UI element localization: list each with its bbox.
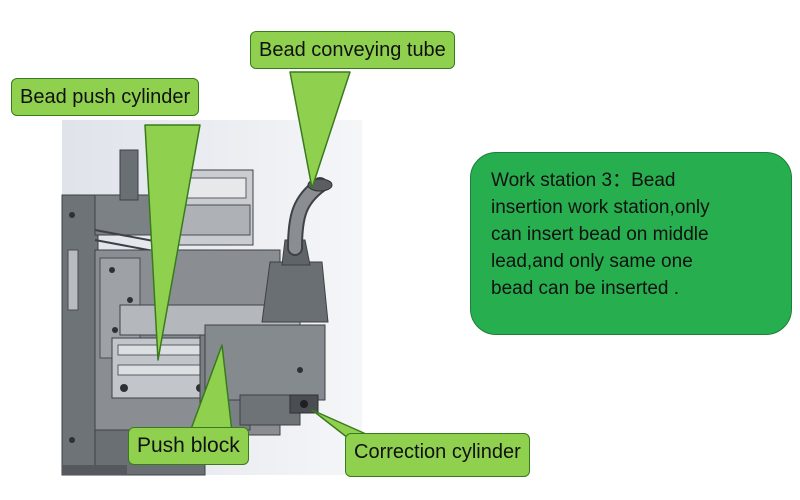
info-line: insertion work station,only xyxy=(491,197,710,218)
pointer-bead-push-cylinder xyxy=(144,124,201,361)
label-correction-cylinder: Correction cylinder xyxy=(345,433,530,477)
tube-hopper xyxy=(261,261,329,323)
label-bead-conveying-tube: Bead conveying tube xyxy=(250,31,455,69)
frame-column xyxy=(61,194,99,476)
label-bead-push-cylinder: Bead push cylinder xyxy=(11,78,200,116)
pointer-bead-conveying-tube xyxy=(289,71,351,189)
label-push-block: Push block xyxy=(128,427,249,465)
info-line: can insert bead on middle xyxy=(491,224,709,245)
info-box: Work station 3：Bead insertion work stati… xyxy=(470,152,792,335)
info-line: bead can be inserted . xyxy=(491,278,680,299)
info-line: Work station 3：Bead xyxy=(491,170,676,191)
info-line: lead,and only same one xyxy=(491,251,693,272)
